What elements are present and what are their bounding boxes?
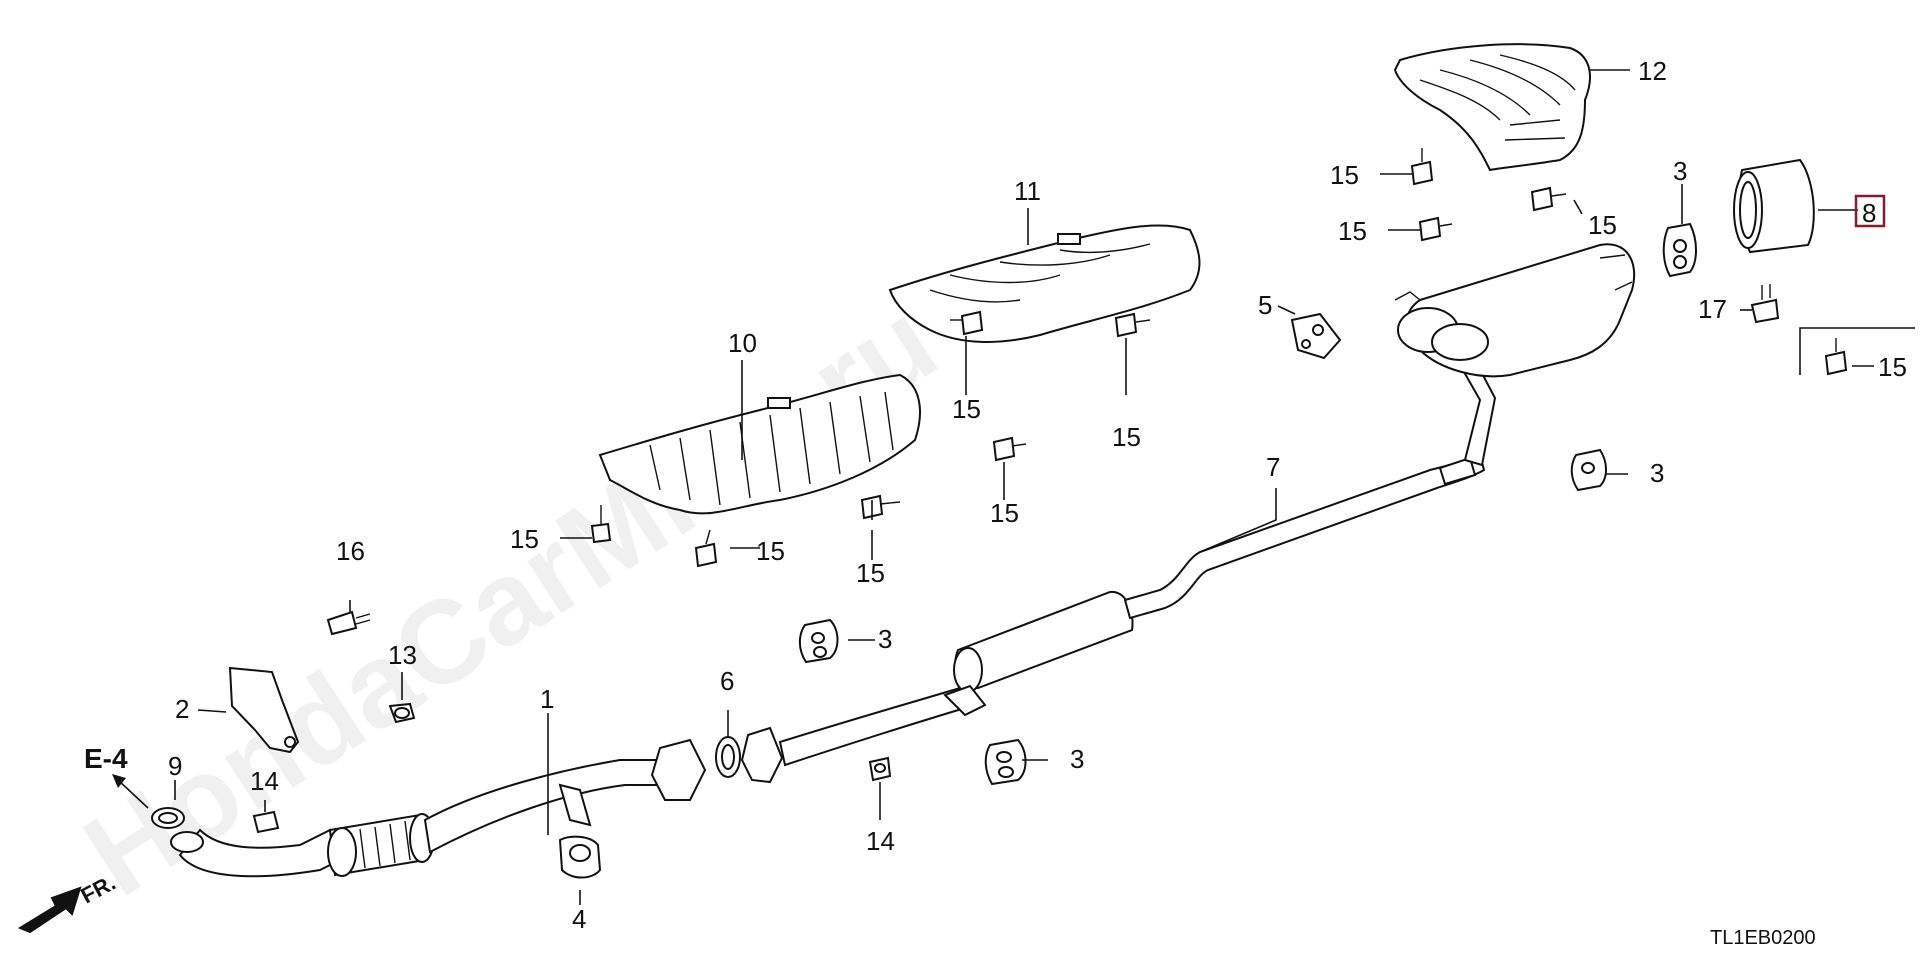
bolt-15-d[interactable] <box>950 310 984 336</box>
callout-8: 8 <box>1862 198 1876 228</box>
callout-15-b: 15 <box>756 536 785 566</box>
bolt-15-g[interactable] <box>1410 148 1434 186</box>
callout-9: 9 <box>168 751 182 781</box>
callout-7: 7 <box>1266 452 1280 482</box>
callout-labels: 1 2 3 3 3 3 4 5 6 7 8 9 10 11 12 13 14 1… <box>168 56 1907 934</box>
heat-shield-10[interactable] <box>598 373 921 515</box>
nut-13[interactable] <box>388 702 416 724</box>
bolt-15-f[interactable] <box>1114 312 1151 338</box>
bracket-2[interactable] <box>228 666 300 754</box>
ref-page-label: E-4 <box>84 743 128 774</box>
callout-3-a: 3 <box>1650 458 1664 488</box>
callout-15-h: 15 <box>1338 216 1367 246</box>
callout-11: 11 <box>1014 176 1041 206</box>
callout-12: 12 <box>1638 56 1667 86</box>
bolt-15-a[interactable] <box>590 505 612 544</box>
rubber-mount-3-a[interactable] <box>798 618 839 664</box>
pipe-finisher-8[interactable] <box>1733 158 1815 254</box>
stay-5[interactable] <box>1290 312 1342 360</box>
front-arrow-icon <box>17 886 82 934</box>
callout-17: 17 <box>1698 294 1727 324</box>
rubber-mount-3-c[interactable] <box>1570 448 1607 492</box>
watermark: HondaCarMine.ru <box>62 275 959 921</box>
rubber-mount-3-b[interactable] <box>984 738 1027 786</box>
callout-15-f: 15 <box>1112 422 1141 452</box>
callout-10: 10 <box>728 328 757 358</box>
heat-shield-11[interactable] <box>888 224 1201 343</box>
reference-e4[interactable]: E-4 <box>84 743 149 809</box>
callout-15-a: 15 <box>510 524 539 554</box>
bolt-17[interactable] <box>1750 284 1780 324</box>
callout-3-b: 3 <box>878 624 892 654</box>
callout-15-i: 15 <box>1588 210 1617 240</box>
gasket-6[interactable] <box>715 736 741 778</box>
callout-14-b: 14 <box>866 826 895 856</box>
ref-arrow-icon <box>112 774 126 788</box>
heat-shield-12[interactable] <box>1393 43 1591 172</box>
callout-14-a: 14 <box>250 766 279 796</box>
gasket-9[interactable] <box>151 807 185 829</box>
front-direction-indicator: FR. <box>17 870 120 934</box>
rear-muffler-7[interactable] <box>1394 243 1636 378</box>
callout-13: 13 <box>388 640 417 670</box>
diagram-code: TL1EB0200 <box>1710 927 1816 949</box>
bolt-15-j[interactable] <box>1824 338 1848 376</box>
callout-6: 6 <box>720 666 734 696</box>
callout-15-d: 15 <box>952 394 981 424</box>
bolt-16[interactable] <box>326 610 371 636</box>
callout-4: 4 <box>572 904 586 934</box>
bolt-15-h[interactable] <box>1418 216 1453 242</box>
center-pipe-and-silencer[interactable] <box>740 358 1497 784</box>
nut-14-front[interactable] <box>252 810 280 834</box>
callout-1: 1 <box>540 684 554 714</box>
callout-15-g: 15 <box>1330 160 1359 190</box>
callout-16: 16 <box>336 536 365 566</box>
callout-2: 2 <box>175 694 189 724</box>
bolt-15-e[interactable] <box>992 436 1027 462</box>
rubber-mount-3-d[interactable] <box>1662 222 1697 278</box>
highlight-box-8 <box>1854 194 1886 228</box>
front-pipe-assembly[interactable] <box>170 738 707 878</box>
bolt-15-i[interactable] <box>1530 186 1567 212</box>
bolt-15-c[interactable] <box>860 494 901 520</box>
callout-15-c: 15 <box>856 558 885 588</box>
rubber-mount-4[interactable] <box>558 835 602 879</box>
callout-3-c: 3 <box>1070 744 1084 774</box>
leader-lines <box>174 69 1915 905</box>
nut-14-rear[interactable] <box>868 756 892 782</box>
callout-15-j: 15 <box>1878 352 1907 382</box>
bolt-15-b[interactable] <box>694 529 718 568</box>
callout-3-d: 3 <box>1673 156 1687 186</box>
callout-5: 5 <box>1258 290 1272 320</box>
callout-15-e: 15 <box>990 498 1019 528</box>
